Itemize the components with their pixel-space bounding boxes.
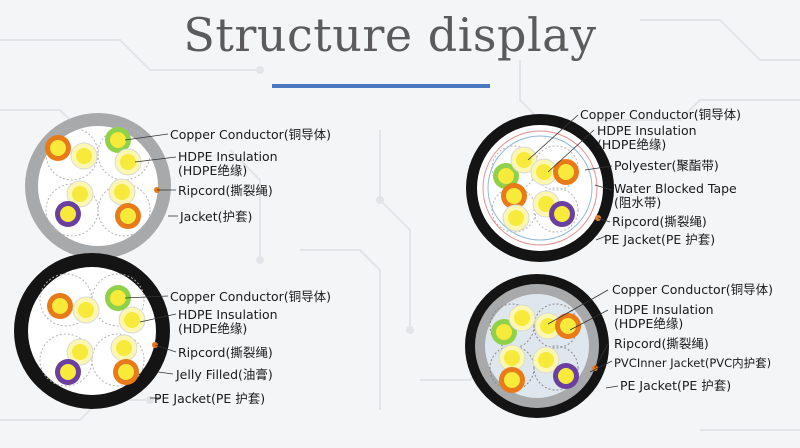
label-pvc-inner-jacket: PVCInner Jacket(PVC内护套) (614, 356, 772, 370)
label-hdpe-insulation-cn: (HDPE绝缘) (178, 163, 248, 178)
polyester-tape (487, 135, 593, 241)
label-hdpe-insulation: HDPE Insulation (597, 123, 697, 138)
cable-bottom-right (465, 274, 609, 418)
label-hdpe-insulation: HDPE Insulation (178, 149, 278, 164)
label-hdpe-insulation-cn: (HDPE绝缘) (178, 321, 248, 336)
page-title: Structure display (183, 8, 597, 62)
water-blocked-tape (482, 130, 598, 246)
label-pe-jacket: PE Jacket(PE 护套) (154, 391, 266, 406)
label-hdpe-insulation-cn: (HDPE绝缘) (614, 316, 684, 331)
cable-top-left (25, 113, 171, 259)
label-copper-conductor: Copper Conductor(铜导体) (170, 127, 332, 142)
label-copper-conductor: Copper Conductor(铜导体) (170, 289, 332, 304)
label-pe-jacket: PE Jacket(PE 护套) (620, 378, 732, 393)
label-water-blocked-tape-cn: (阻水带) (614, 195, 662, 210)
label-polyester: Polyester(聚酯带) (614, 158, 719, 173)
label-water-blocked-tape: Water Blocked Tape (614, 181, 737, 196)
label-ripcord: Ripcord(撕裂绳) (614, 336, 709, 351)
label-pe-jacket: PE Jacket(PE 护套) (604, 232, 716, 247)
cable-bottom-left (14, 253, 170, 409)
label-jelly-filled: Jelly Filled(油膏) (176, 367, 273, 382)
label-jacket: Jacket(护套) (180, 209, 253, 224)
label-hdpe-insulation: HDPE Insulation (614, 302, 714, 317)
label-ripcord: Ripcord(撕裂绳) (612, 214, 707, 229)
label-copper-conductor: Copper Conductor(铜导体) (580, 107, 742, 122)
label-ripcord: Ripcord(撕裂绳) (178, 183, 273, 198)
label-copper-conductor: Copper Conductor(铜导体) (612, 282, 774, 297)
label-hdpe-insulation-cn: (HDPE绝缘) (597, 137, 667, 152)
label-ripcord: Ripcord(撕裂绳) (178, 345, 273, 360)
core-top-right (477, 125, 603, 251)
cable-top-right (466, 114, 614, 262)
title-underline (272, 84, 490, 88)
label-hdpe-insulation: HDPE Insulation (178, 307, 278, 322)
